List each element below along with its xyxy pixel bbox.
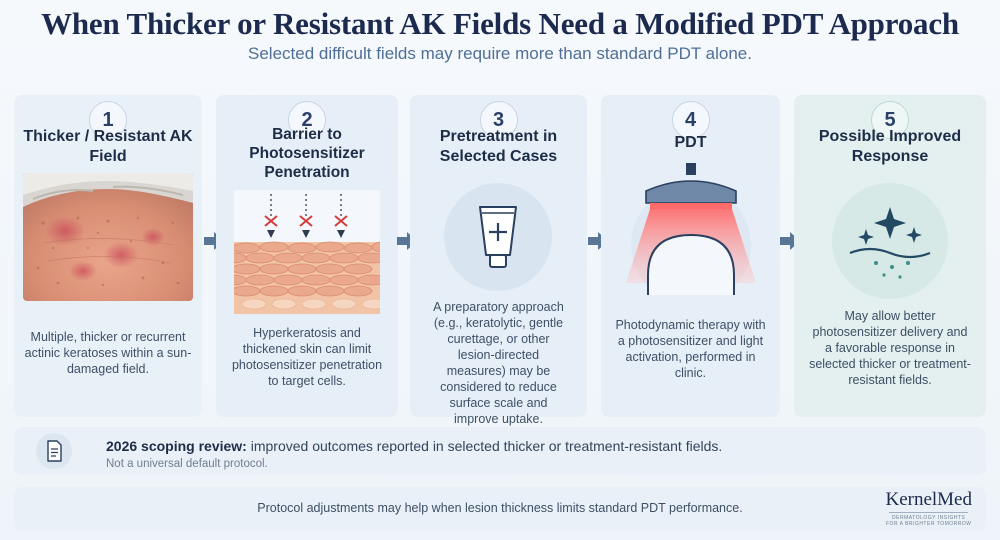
page-subtitle: Selected difficult fields may require mo…: [248, 44, 752, 63]
step-number: 4: [671, 101, 710, 139]
review-caveat: Not a universal default protocol.: [106, 458, 268, 470]
step-description: A preparatory approach (e.g., keratolyti…: [433, 300, 564, 426]
document-icon: [36, 433, 72, 469]
review-label: 2026 scoping review:: [106, 438, 247, 454]
footer-bar: Protocol adjustments may help when lesio…: [14, 487, 986, 531]
step-title: Thicker / Resistant AK Field: [23, 128, 193, 165]
review-summary: 2026 scoping review: improved outcomes r…: [106, 438, 722, 454]
pdt-lamp-icon: [618, 163, 764, 305]
step-title: Possible Improved Response: [818, 128, 962, 165]
step-title: PDT: [674, 134, 707, 151]
brand-tagline: DERMATOLOGY INSIGHTS: [892, 515, 966, 521]
step-number: 5: [871, 101, 909, 139]
scoping-review-note: 2026 scoping review: improved outcomes r…: [14, 427, 986, 475]
step-number: 3: [479, 101, 518, 139]
step-description: May allow better photosensitizer deliver…: [809, 309, 971, 387]
step-card-2: 2 Barrier to Photosensitizer Penetration: [216, 95, 398, 417]
step-card-3: 3 Pretreatment in Selected Cases A prepa…: [410, 95, 587, 426]
step-card-5: 5 Possible Improved Response May allow b…: [794, 95, 986, 417]
step-description: Hyperkeratosis and thickened skin can li…: [231, 326, 383, 388]
review-text: improved outcomes reported in selected t…: [246, 438, 723, 454]
step-title: Pretreatment in Selected Cases: [439, 128, 558, 165]
step-number: 1: [89, 101, 127, 139]
footer-text: Protocol adjustments may help when lesio…: [257, 501, 743, 515]
brand-logo: KernelMed DERMATOLOGY INSIGHTS FOR A BRI…: [885, 489, 972, 527]
step-description: Multiple, thicker or recurrent actinic k…: [24, 330, 192, 376]
brand-tagline-2: FOR A BRIGHTER TOMORROW: [885, 521, 972, 527]
brand-name: KernelMed: [885, 489, 972, 510]
step-title: Barrier to Photosensitizer Penetration: [249, 126, 365, 181]
page-title: When Thicker or Resistant AK Fields Need…: [41, 6, 959, 41]
cream-tube-icon: [444, 183, 552, 291]
forehead-skin-photo: [23, 173, 193, 301]
blocked-penetration-icon: [221, 190, 393, 314]
step-card-1: 1 Thicker / Resistant AK Field: [14, 95, 202, 417]
step-number: 2: [288, 101, 326, 139]
step-description: Photodynamic therapy with a photosensiti…: [615, 318, 766, 380]
sparkle-skin-icon: [832, 183, 948, 299]
step-card-4: 4 PDT Photodynamic therapy with a photos…: [601, 95, 780, 417]
